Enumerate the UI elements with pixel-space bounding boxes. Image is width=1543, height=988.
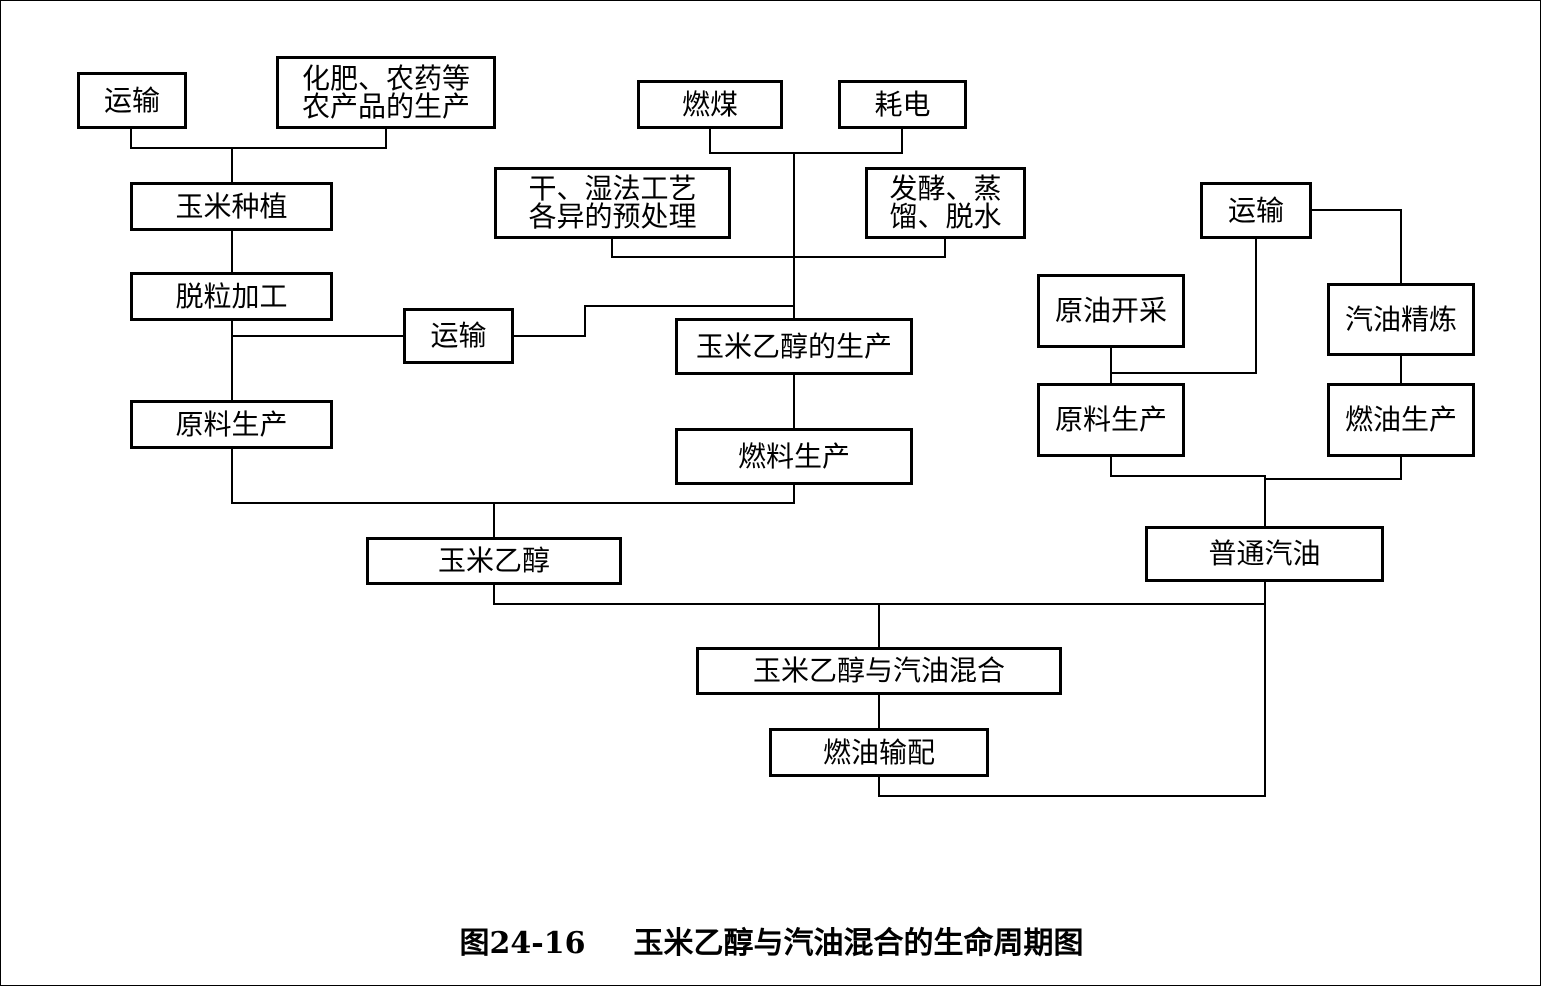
node-blending: 玉米乙醇与汽油混合 — [696, 647, 1062, 695]
node-coal: 燃煤 — [637, 80, 783, 129]
node-transport-1: 运输 — [77, 72, 187, 129]
node-fuel-production-mid: 燃料生产 — [675, 428, 913, 485]
node-transport-3: 运输 — [1200, 182, 1312, 239]
line-pretreat-ferment-join — [611, 237, 946, 258]
node-transport-2: 运输 — [403, 308, 514, 364]
line-transport-to-ethanol-prod — [512, 305, 794, 337]
line-transport3-refining — [1310, 209, 1402, 283]
node-corn-planting: 玉米种植 — [130, 182, 333, 231]
node-fuel-production-right: 燃油生产 — [1327, 383, 1475, 457]
figure-caption: 图24-16 玉米乙醇与汽油混合的生命周期图 — [0, 918, 1543, 962]
line-distribution-loop — [878, 604, 1266, 797]
node-gasoline: 普通汽油 — [1145, 526, 1384, 582]
figure-number: 图24-16 — [459, 926, 586, 961]
figure-title: 玉米乙醇与汽油混合的生命周期图 — [633, 926, 1084, 961]
line-right-raw-fuel-join — [1110, 456, 1402, 480]
node-fermentation: 发酵、蒸 馏、脱水 — [865, 167, 1026, 239]
node-gasoline-refining: 汽油精炼 — [1327, 283, 1475, 356]
node-corn-ethanol: 玉米乙醇 — [366, 537, 622, 585]
line-transport-fertilizer-join — [130, 128, 387, 149]
node-corn-ethanol-production: 玉米乙醇的生产 — [675, 318, 913, 375]
line-raw-fuel-join — [231, 448, 795, 504]
node-fertilizer-production: 化肥、农药等 农产品的生产 — [276, 56, 496, 129]
line-transport3-down — [1111, 237, 1257, 374]
node-crude-extraction: 原油开采 — [1037, 274, 1185, 348]
node-distribution: 燃油输配 — [769, 728, 989, 777]
node-electricity: 耗电 — [838, 80, 967, 129]
line-coal-electricity-join — [709, 128, 903, 154]
node-pretreatment: 干、湿法工艺 各异的预处理 — [494, 167, 731, 239]
node-raw-material-right: 原料生产 — [1037, 383, 1185, 457]
node-raw-material-left: 原料生产 — [130, 400, 333, 449]
node-threshing: 脱粒加工 — [130, 272, 333, 321]
